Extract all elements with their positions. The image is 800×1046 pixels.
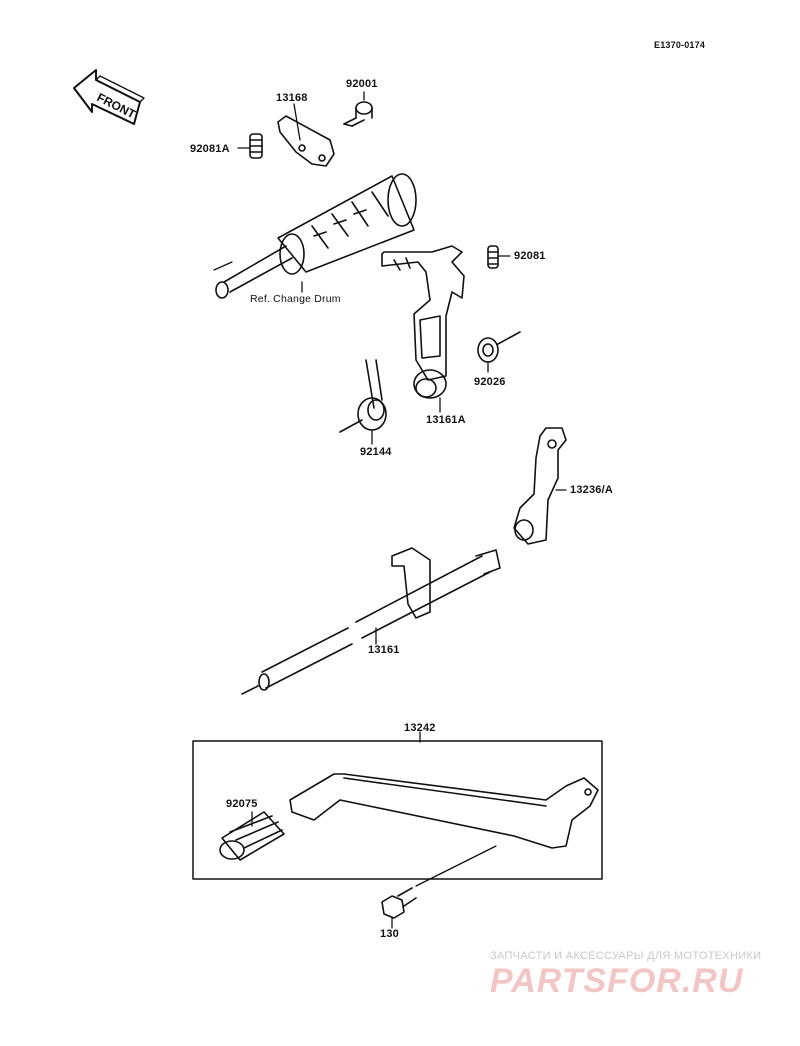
- spring-92081-icon: [487, 245, 499, 269]
- pedal-assembly-frame: [192, 740, 603, 880]
- part-label-92144: 92144: [360, 446, 392, 458]
- arm-13236A-icon: [513, 427, 567, 545]
- part-label-92081: 92081: [514, 250, 546, 262]
- bolt-130-icon: [381, 887, 417, 919]
- part-label-13242: 13242: [404, 722, 436, 734]
- watermark-subtitle: ЗАПЧАСТИ И АКСЕССУАРЫ ДЛЯ МОТОТЕХНИКИ: [490, 950, 762, 962]
- washer-92026-icon: [477, 331, 521, 363]
- front-arrow-label: FRONT: [95, 90, 139, 122]
- part-label-13236A: 13236/A: [570, 484, 613, 496]
- part-label-92075: 92075: [226, 798, 258, 810]
- part-label-13161A: 13161A: [426, 414, 466, 426]
- shaft-13161-icon: [241, 547, 501, 695]
- shift-arm-13161A-icon: [381, 245, 465, 399]
- spring-92144-icon: [339, 359, 387, 433]
- part-label-13168: 13168: [276, 92, 308, 104]
- ref-change-drum-label: Ref. Change Drum: [250, 293, 341, 305]
- part-label-130: 130: [380, 928, 399, 940]
- part-label-92001: 92001: [346, 78, 378, 90]
- rubber-92075-icon: [219, 811, 285, 861]
- drawing-code: E1370-0174: [654, 40, 706, 50]
- plate-13168-icon: [277, 115, 335, 167]
- change-drum-icon: [215, 173, 417, 299]
- spring-92081A-icon: [249, 133, 263, 159]
- part-label-13161: 13161: [368, 644, 400, 656]
- watermark-brand: PARTSFOR.RU: [490, 962, 744, 1000]
- bolt-92001-icon: [343, 101, 373, 127]
- leader-lines: [213, 91, 567, 929]
- front-arrow-icon: FRONT: [73, 69, 145, 125]
- part-label-92026: 92026: [474, 376, 506, 388]
- part-label-92081A: 92081A: [190, 143, 230, 155]
- shift-pedal-13242-icon: [289, 773, 599, 849]
